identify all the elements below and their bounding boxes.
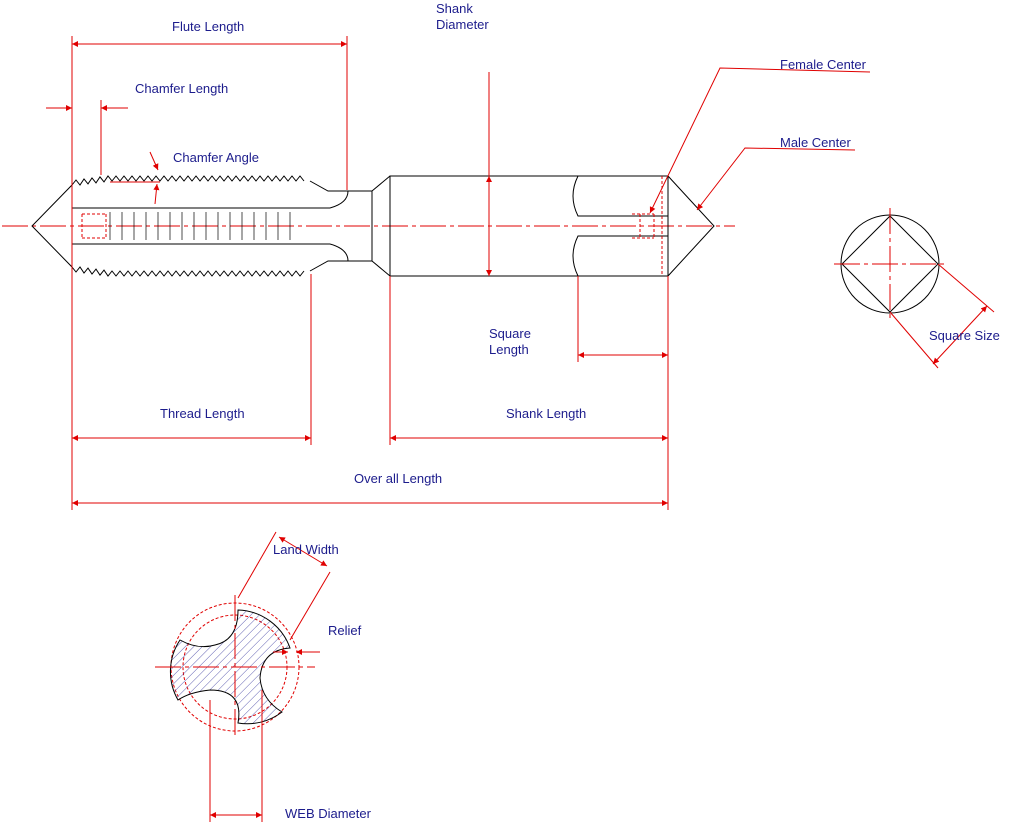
female-center-label: Female Center (780, 57, 867, 72)
square-size-label: Square Size (929, 328, 1000, 343)
male-center-cone (667, 175, 715, 277)
chamfer-angle-label: Chamfer Angle (173, 150, 259, 165)
overall-length-label: Over all Length (354, 471, 442, 486)
labels: Flute Length Shank Diameter Chamfer Leng… (135, 1, 1000, 821)
thread-teeth-top (71, 175, 305, 186)
square-length-label-line1: Square (489, 326, 531, 341)
square-flat-bottom (572, 235, 668, 277)
relief-label: Relief (328, 623, 362, 638)
tap-side-view (2, 175, 735, 277)
cross-section-view (155, 531, 331, 822)
land-width-dim (278, 536, 328, 567)
square-size-dim (932, 305, 988, 365)
section-land-hatch (169, 609, 291, 725)
dimensions (46, 36, 871, 510)
tap-point (31, 184, 73, 268)
square-flat-top (572, 175, 668, 217)
male-center-leader (696, 147, 856, 211)
shank-length-label: Shank Length (506, 406, 586, 421)
shank-diameter-label-line1: Shank (436, 1, 473, 16)
chamfer-angle-arrow-2 (153, 183, 160, 205)
flute-runout-bottom (329, 243, 349, 262)
land-width-label: Land Width (273, 542, 339, 557)
thread-teeth-bottom (71, 266, 305, 277)
thread-length-label: Thread Length (160, 406, 245, 421)
female-center-hidden (632, 176, 663, 276)
web-diameter-label: WEB Diameter (285, 806, 372, 821)
female-center-leader (649, 67, 871, 214)
square-end-view (834, 208, 995, 369)
flute-length-label: Flute Length (172, 19, 244, 34)
male-center-label: Male Center (780, 135, 851, 150)
shank-body (389, 175, 669, 277)
square-length-label-line2: Length (489, 342, 529, 357)
chamfer-angle-arrow-1 (149, 151, 159, 171)
shank-diameter-label-line2: Diameter (436, 17, 489, 32)
flute-runout-top (329, 190, 349, 209)
chamfer-length-label: Chamfer Length (135, 81, 228, 96)
thread-root-lines (109, 212, 291, 240)
